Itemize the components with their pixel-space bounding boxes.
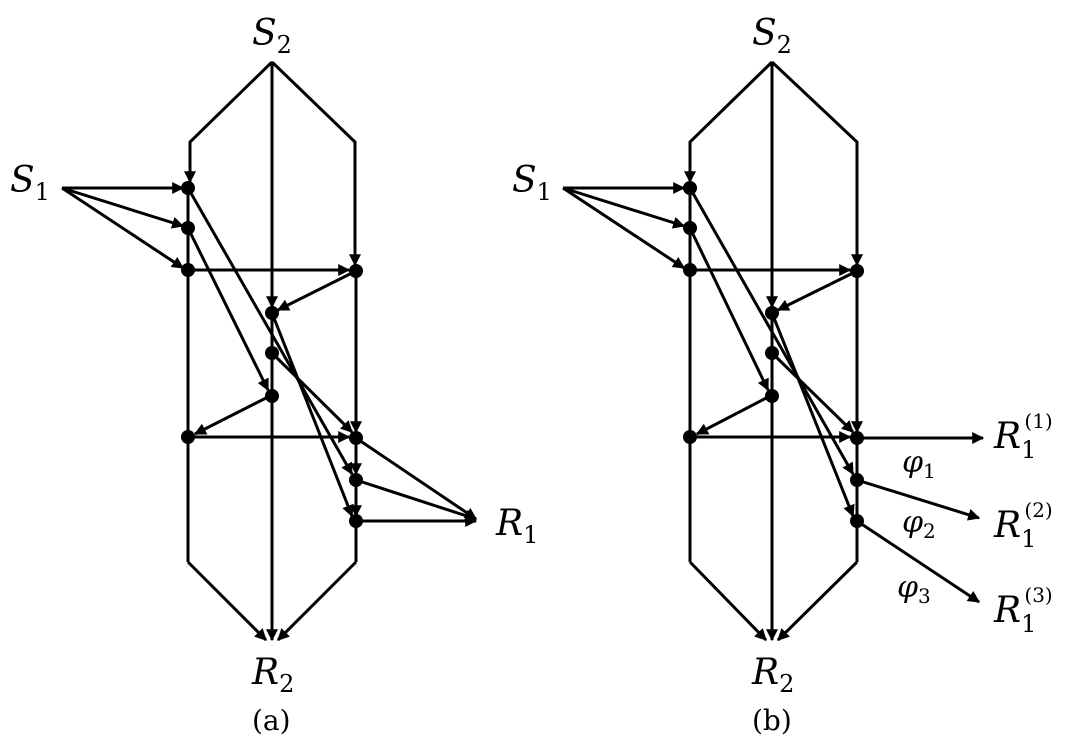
label-r1-3: R1(3) [993,583,1053,638]
label-r1: R1 [495,503,538,549]
node [349,473,363,487]
edge-right-center [776,269,858,312]
label-phi2: φ2 [902,505,936,543]
label-r2: R2 [251,652,294,698]
edge-diag-2 [186,227,270,392]
edge-diag-3 [270,312,354,518]
edge-right-r2 [776,560,859,642]
edge-diag-1 [688,187,855,476]
edge-right-r2 [276,560,358,642]
label-r1-2: R1(2) [993,498,1053,553]
panel-b: S2 S1 R2 R1(1) R1(2) R1(3) φ1 φ2 φ3 (b) [512,13,1053,737]
label-s2: S2 [252,13,292,59]
node [683,263,697,277]
edge-s1-n3 [61,186,185,270]
edge-s1-n2 [61,186,185,229]
label-r2: R2 [751,652,794,698]
edge-s1-n3 [562,186,686,270]
edge-center-left [695,394,771,436]
edge-diag-1 [186,187,354,476]
label-r1-1: R1(1) [993,409,1053,464]
edge-center-left [193,394,271,436]
node [765,346,779,360]
edge-diag-4 [770,351,855,434]
node [181,181,195,195]
edge-to-r1-3 [856,519,980,604]
panel-a: S2 S1 R1 R2 (a) [10,13,538,737]
node [850,514,864,528]
node [181,430,195,444]
edge-diag-3 [770,312,855,518]
node [850,431,864,445]
node [765,306,779,320]
edge-right-center [276,269,357,312]
edge-diag-4 [270,351,354,434]
edge-to-r1-1 [355,436,477,521]
node [850,264,864,278]
node [683,181,697,195]
node [265,306,279,320]
node [349,264,363,278]
edge-s2-left [684,60,774,184]
label-phi3: φ3 [897,570,931,608]
edge-to-r1-2 [355,478,478,522]
edge-s1-n2 [562,186,686,229]
caption-b: (b) [752,704,792,737]
node [349,431,363,445]
edge-left-r2 [186,560,268,642]
label-phi1: φ1 [902,445,936,483]
caption-a: (a) [252,704,291,737]
edge-s2-right [770,60,863,267]
node [265,346,279,360]
node [850,473,864,487]
node [181,221,195,235]
label-s2: S2 [752,13,792,59]
edge-to-r1-2 [856,478,981,521]
label-s1: S1 [512,160,552,206]
node [683,430,697,444]
label-s1: S1 [10,160,50,206]
node [683,221,697,235]
node [181,263,195,277]
node [349,514,363,528]
edge-diag-2 [688,227,770,392]
node [265,389,279,403]
edge-s2-left [184,60,274,184]
node [765,389,779,403]
edge-s2-right [270,60,361,267]
edge-left-r2 [688,560,768,642]
